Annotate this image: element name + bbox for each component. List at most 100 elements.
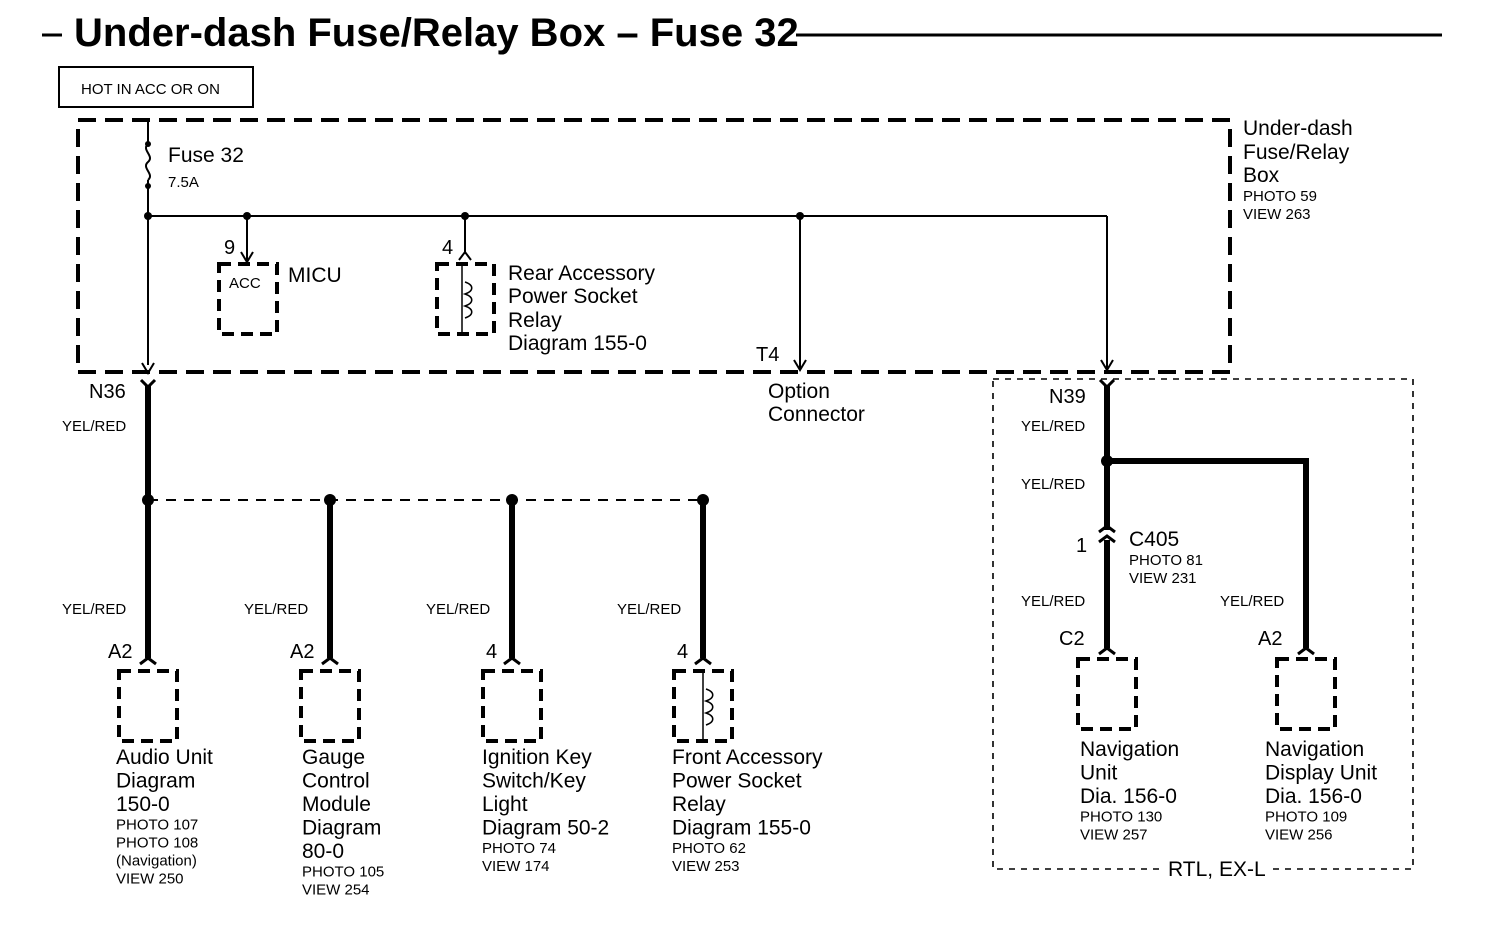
left-load-3-line-4: Diagram 50-2 [482, 817, 609, 840]
option-connector-line-2: Connector [768, 403, 865, 426]
left-load-4-ref-2: VIEW 253 [672, 858, 740, 875]
left-load-1-ref-1: PHOTO 107 [116, 817, 198, 834]
left-load-2-line-3: Module [302, 793, 371, 816]
right-load-2-ref-2: VIEW 256 [1265, 827, 1333, 844]
c405-name: C405 [1129, 528, 1179, 551]
c405-photo: PHOTO 81 [1129, 552, 1203, 569]
left-load-box-4 [672, 669, 734, 743]
right-load-connector-2 [1297, 646, 1315, 656]
left-load-3-line-2: Switch/Key [482, 770, 586, 793]
left-load-2-ref-2: VIEW 254 [302, 882, 370, 899]
n36-connector [139, 378, 157, 390]
left-load-wire-color-2: YEL/RED [244, 601, 308, 618]
left-load-4-line-3: Relay [672, 793, 726, 816]
right-load-box-2 [1275, 657, 1337, 731]
left-load-3-ref-1: PHOTO 74 [482, 840, 556, 857]
n39-wire-color: YEL/RED [1021, 418, 1085, 435]
right-load-2-line-1: Navigation [1265, 738, 1364, 761]
left-load-pin-1: A2 [108, 641, 132, 663]
left-load-connector-4 [694, 656, 712, 666]
left-load-box-1 [117, 669, 179, 743]
rear-relay-line-1: Rear Accessory [508, 262, 656, 285]
n39-arrow [1100, 359, 1114, 372]
fuse-name: Fuse 32 [168, 144, 244, 167]
left-load-4-line-2: Power Socket [672, 770, 802, 793]
c405-view: VIEW 231 [1129, 570, 1197, 587]
micu-pin: 9 [224, 237, 235, 259]
left-load-1-ref-4: VIEW 250 [116, 871, 184, 888]
right-load-1-line-1: Navigation [1080, 738, 1179, 761]
left-load-2-line-1: Gauge [302, 746, 365, 769]
left-load-pin-2: A2 [290, 641, 314, 663]
left-load-1-line-1: Audio Unit [116, 746, 213, 769]
left-load-wire-color-1: YEL/RED [62, 601, 126, 618]
left-load-2-line-2: Control [302, 770, 370, 793]
c405-connector-bottom [1098, 534, 1116, 544]
hot-label: HOT IN ACC OR ON [81, 81, 220, 98]
right-load-2-line-2: Display Unit [1265, 762, 1377, 785]
fuse-box-name-2: Fuse/Relay [1243, 141, 1350, 164]
fuse-32-symbol [145, 143, 151, 181]
right-load-1-line-3: Dia. 156-0 [1080, 785, 1177, 808]
fuse-box-photo: PHOTO 59 [1243, 188, 1317, 205]
left-load-4-line-1: Front Accessory [672, 746, 823, 769]
fuse-rating: 7.5A [168, 174, 199, 191]
left-load-connector-2 [321, 656, 339, 666]
micu-inner-label: ACC [229, 275, 261, 292]
left-load-connector-3 [503, 656, 521, 666]
left-load-2-line-4: Diagram [302, 817, 381, 840]
rear-relay-pin: 4 [442, 237, 453, 259]
left-load-3-line-3: Light [482, 793, 528, 816]
left-load-connector-1 [139, 656, 157, 666]
left-load-1-ref-2: PHOTO 108 [116, 835, 198, 852]
n36-wire-color: YEL/RED [62, 418, 126, 435]
rear-relay-box [435, 262, 496, 336]
left-load-3-ref-2: VIEW 174 [482, 858, 550, 875]
front-relay-coil-icon [703, 688, 714, 726]
option-terminal: T4 [756, 344, 779, 366]
left-load-1-line-2: Diagram [116, 770, 195, 793]
right-load-wire-color-2: YEL/RED [1220, 593, 1284, 610]
left-load-box-3 [481, 669, 543, 743]
rear-relay-line-2: Power Socket [508, 285, 638, 308]
bus-splice-1 [144, 212, 152, 220]
left-load-4-ref-1: PHOTO 62 [672, 840, 746, 857]
page-title: Under-dash Fuse/Relay Box – Fuse 32 [74, 11, 799, 55]
right-load-1-ref-1: PHOTO 130 [1080, 809, 1162, 826]
right-load-box-1 [1076, 657, 1138, 731]
c405-connector-top [1098, 524, 1116, 534]
left-load-4-line-4: Diagram 155-0 [672, 817, 811, 840]
rear-relay-line-4: Diagram 155-0 [508, 332, 647, 355]
fuse-box-outline [76, 118, 1232, 374]
c405-pin: 1 [1076, 535, 1087, 557]
nav-display-wire [1107, 458, 1309, 648]
option-connector-line-1: Option [768, 380, 830, 403]
c405-wire-above: YEL/RED [1021, 476, 1085, 493]
fuse-box-name-3: Box [1243, 164, 1280, 187]
left-load-1-line-3: 150-0 [116, 793, 170, 816]
n39-label: N39 [1049, 386, 1086, 408]
rear-relay-line-3: Relay [508, 309, 562, 332]
rear-relay-coil-icon [462, 281, 473, 319]
hot-label-box [58, 66, 254, 108]
micu-box [217, 262, 279, 336]
fuse-box-view: VIEW 263 [1243, 206, 1311, 223]
right-load-pin-2: A2 [1258, 628, 1282, 650]
left-load-1-ref-3: (Navigation) [116, 853, 197, 870]
fuse-terminal-top [145, 141, 151, 147]
n39-connector [1098, 378, 1116, 390]
left-load-wire-color-4: YEL/RED [617, 601, 681, 618]
right-load-2-line-3: Dia. 156-0 [1265, 785, 1362, 808]
rear-relay-connector [458, 250, 472, 261]
rtl-exl-label: RTL, EX-L [1168, 858, 1266, 881]
option-connector-arrow [793, 359, 807, 372]
right-load-wire-color-1: YEL/RED [1021, 593, 1085, 610]
right-load-1-ref-2: VIEW 257 [1080, 827, 1148, 844]
rtl-exl-label-mask [1163, 854, 1273, 878]
left-load-pin-3: 4 [486, 641, 497, 663]
left-load-wire-color-3: YEL/RED [426, 601, 490, 618]
right-load-connector-1 [1098, 646, 1116, 656]
